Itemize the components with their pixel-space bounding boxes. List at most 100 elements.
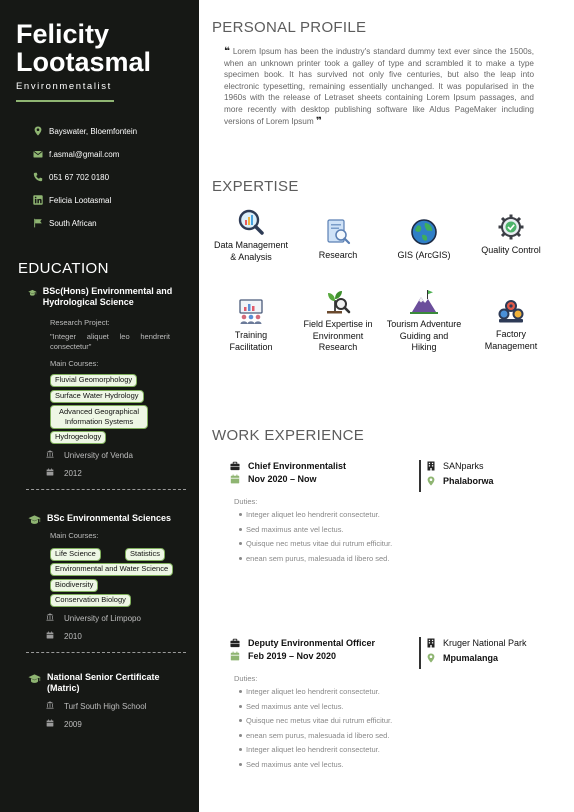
divider — [26, 652, 186, 653]
factory-gears-icon — [498, 300, 524, 323]
skill-label: Data Management & Analysis — [213, 240, 289, 262]
divider — [26, 489, 186, 490]
skill-gis: GIS (ArcGIS) — [386, 218, 462, 262]
plant-magnifier-icon — [327, 291, 351, 314]
contact-email-text[interactable]: f.asmal@gmail.com — [49, 149, 120, 159]
contact-nationality: South African — [32, 216, 192, 230]
skill-data-management: Data Management & Analysis — [213, 208, 289, 263]
course-tag: Conservation Biology — [50, 594, 131, 607]
contact-phone-text[interactable]: 051 67 702 0180 — [49, 172, 110, 182]
role-underline — [16, 100, 114, 102]
institution-icon — [46, 701, 56, 711]
institution-name: Turf South High School — [64, 701, 147, 711]
skill-training: Training Facilitation — [213, 298, 289, 353]
profile-text: Lorem Ipsum has been the industry's stan… — [224, 47, 534, 126]
skill-label: Quality Control — [481, 245, 541, 255]
institution-name: University of Venda — [64, 450, 133, 460]
graduation-year-text: 2009 — [64, 719, 82, 729]
data-analysis-icon — [238, 209, 264, 235]
profile-summary: ❝ Lorem Ipsum has been the industry's st… — [224, 46, 534, 127]
location-icon — [426, 476, 437, 486]
contact-linkedin[interactable]: Felicia Lootasmal — [32, 193, 192, 207]
skill-label: Factory Management — [484, 329, 538, 351]
job-divider — [419, 460, 421, 492]
training-icon — [239, 299, 263, 324]
education-entry-matric: National Senior Certificate (Matric) — [28, 672, 193, 694]
main-courses-label: Main Courses: — [50, 531, 99, 540]
job-title: Chief Environmentalist — [230, 461, 346, 471]
contact-address-text: Bayswater, Bloemfontein — [49, 126, 138, 136]
sidebar: Felicity Lootasmal Environmentalist Bays… — [0, 0, 199, 812]
graduation-cap-icon — [28, 289, 37, 296]
email-icon — [32, 149, 43, 160]
institution: University of Limpopo — [46, 613, 141, 623]
degree-title: BSc Environmental Sciences — [47, 513, 172, 523]
job-divider — [419, 637, 421, 669]
skill-research: Research — [300, 218, 376, 262]
skill-quality-control: Quality Control — [473, 213, 549, 257]
contact-email[interactable]: f.asmal@gmail.com — [32, 147, 192, 161]
research-icon — [327, 219, 351, 245]
duties-label: Duties: — [234, 497, 258, 506]
duty-item: Sed maximus ante vel lectus. — [239, 759, 344, 769]
contact-phone[interactable]: 051 67 702 0180 — [32, 170, 192, 184]
graduation-year-text: 2010 — [64, 631, 82, 641]
institution: University of Venda — [46, 450, 133, 460]
last-name: Lootasmal — [16, 47, 152, 77]
duty-item: Integer aliquet leo hendrerit consectetu… — [239, 687, 380, 696]
job-location: Phalaborwa — [426, 476, 494, 486]
contact-address: Bayswater, Bloemfontein — [32, 124, 192, 138]
institution-icon — [46, 613, 56, 623]
building-icon — [426, 461, 437, 471]
briefcase-icon — [230, 461, 241, 471]
institution: Turf South High School — [46, 701, 146, 711]
close-quote-icon: ❞ — [315, 115, 322, 127]
skill-field-expertise: Field Expertise in Environment Research — [300, 287, 376, 354]
calendar-icon — [46, 468, 56, 478]
course-tag: Environmental and Water Science — [50, 563, 174, 576]
mountain-icon — [410, 290, 438, 314]
employer: Kruger National Park — [426, 638, 527, 648]
building-icon — [426, 638, 437, 648]
graduation-year: 2010 — [46, 631, 82, 641]
education-entry-honours: BSc(Hons) Environmental and Hydrological… — [28, 286, 193, 308]
main-courses-label: Main Courses: — [50, 359, 99, 368]
course-tag: Advanced Geographical Information System… — [50, 405, 148, 429]
employer-name: SANparks — [443, 461, 484, 471]
job-role: Environmentalist — [16, 81, 112, 92]
graduation-year-text: 2012 — [64, 468, 82, 478]
profile-heading: PERSONAL PROFILE — [212, 19, 367, 36]
education-heading: EDUCATION — [18, 260, 109, 277]
job-title-text: Chief Environmentalist — [248, 461, 347, 471]
duty-item: Integer aliquet leo hendrerit consectetu… — [239, 510, 380, 519]
duty-item: Sed maximus ante vel lectus. — [239, 524, 344, 534]
duty-item: enean sem purus, malesuada id libero sed… — [238, 553, 390, 563]
employer-name: Kruger National Park — [443, 638, 527, 648]
job-location-text: Phalaborwa — [443, 476, 494, 486]
flag-icon — [32, 218, 43, 229]
candidate-name: Felicity Lootasmal — [16, 20, 151, 76]
course-tag: Statistics — [125, 548, 166, 561]
job-dates-text: Feb 2019 – Nov 2020 — [248, 651, 337, 661]
course-tag: Surface Water Hydrology — [50, 390, 144, 403]
employer: SANparks — [426, 461, 484, 471]
education-entry-bsc: BSc Environmental Sciences — [28, 513, 193, 526]
graduation-cap-icon — [28, 674, 41, 683]
calendar-icon — [230, 474, 241, 484]
calendar-icon — [46, 631, 56, 641]
degree-title: BSc(Hons) Environmental and Hydrological… — [42, 286, 173, 307]
skill-tourism-guiding: Tourism Adventure Guiding and Hiking — [386, 287, 462, 354]
job-title: Deputy Environmental Officer — [230, 638, 375, 648]
institution-icon — [46, 450, 56, 460]
phone-icon — [32, 172, 43, 183]
duty-item: Quisque nec metus vitae dui rutrum effic… — [238, 716, 393, 725]
course-tag: Life Science — [50, 548, 101, 561]
degree-title: National Senior Certificate (Matric) — [47, 672, 160, 693]
skill-label: Tourism Adventure Guiding and Hiking — [386, 319, 462, 352]
duties-label: Duties: — [234, 674, 258, 683]
linkedin-icon — [32, 195, 43, 206]
contact-linkedin-text[interactable]: Felicia Lootasmal — [49, 195, 112, 205]
globe-icon — [411, 219, 437, 245]
job-title-text: Deputy Environmental Officer — [248, 638, 376, 648]
work-experience-heading: WORK EXPERIENCE — [212, 427, 365, 444]
